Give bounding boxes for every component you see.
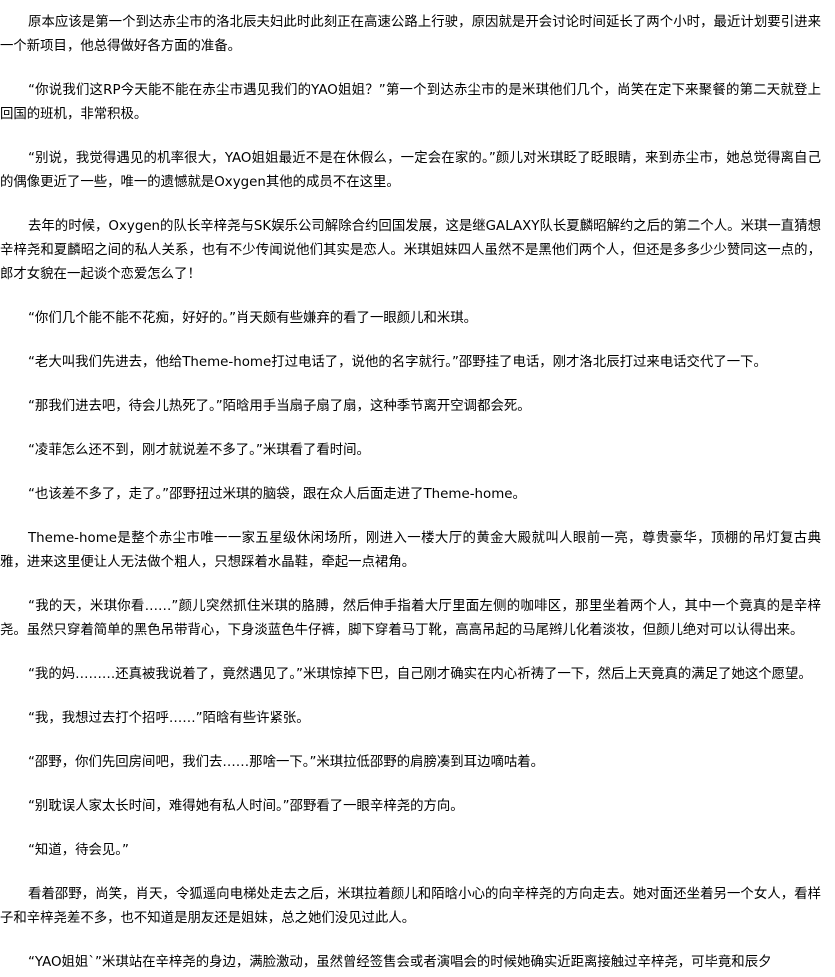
paragraph: “也该差不多了，走了。”邵野扭过米琪的脑袋，跟在众人后面走进了Theme-hom… [28, 487, 526, 502]
paragraph: 看着邵野，尚笑，肖天，令狐遥向电梯处走去之后，米琪拉着颜儿和陌晗小心的向辛梓尧的… [0, 887, 821, 926]
paragraph: “你们几个能不能不花痴，好好的。”肖天颇有些嫌弃的看了一眼颜儿和米琪。 [28, 311, 478, 326]
paragraph: “YAO姐姐`”米琪站在辛梓尧的身边，满脸激动，虽然曾经签售会或者演唱会的时候她… [28, 955, 772, 970]
paragraph: “你说我们这RP今天能不能在赤尘市遇见我们的YAO姐姐？”第一个到达赤尘市的是米… [0, 83, 821, 122]
paragraph: “别耽误人家太长时间，难得她有私人时间。”邵野看了一眼辛梓尧的方向。 [28, 799, 464, 814]
paragraph: “我的天，米琪你看……”颜儿突然抓住米琪的胳膊，然后伸手指着大厅里面左侧的咖啡区… [0, 599, 821, 638]
paragraph: “别说，我觉得遇见的机率很大，YAO姐姐最近不是在休假么，一定会在家的。”颜儿对… [0, 151, 821, 190]
paragraph: “知道，待会见。” [28, 843, 129, 858]
paragraph: “我的妈………还真被我说着了，竟然遇见了。”米琪惊掉下巴，自己刚才确实在内心祈祷… [28, 667, 812, 682]
paragraph: “我，我想过去打个招呼……”陌晗有些许紧张。 [28, 711, 310, 726]
paragraph: “凌菲怎么还不到，刚才就说差不多了。”米琪看了看时间。 [28, 443, 370, 458]
paragraph: “邵野，你们先回房间吧，我们去……那啥一下。”米琪拉低邵野的肩膀凑到耳边嘀咕着。 [28, 755, 545, 770]
paragraph: “那我们进去吧，待会儿热死了。”陌晗用手当扇子扇了扇，这种季节离开空调都会死。 [28, 399, 531, 414]
paragraph: Theme-home是整个赤尘市唯一一家五星级休闲场所，刚进入一楼大厅的黄金大殿… [0, 531, 821, 570]
paragraph: 去年的时候，Oxygen的队长辛梓尧与SK娱乐公司解除合约回国发展，这是继GAL… [0, 219, 821, 282]
paragraph: “老大叫我们先进去，他给Theme-home打过电话了，说他的名字就行。”邵野挂… [28, 355, 767, 370]
paragraph: 原本应该是第一个到达赤尘市的洛北辰夫妇此时此刻正在高速公路上行驶，原因就是开会讨… [0, 15, 821, 54]
